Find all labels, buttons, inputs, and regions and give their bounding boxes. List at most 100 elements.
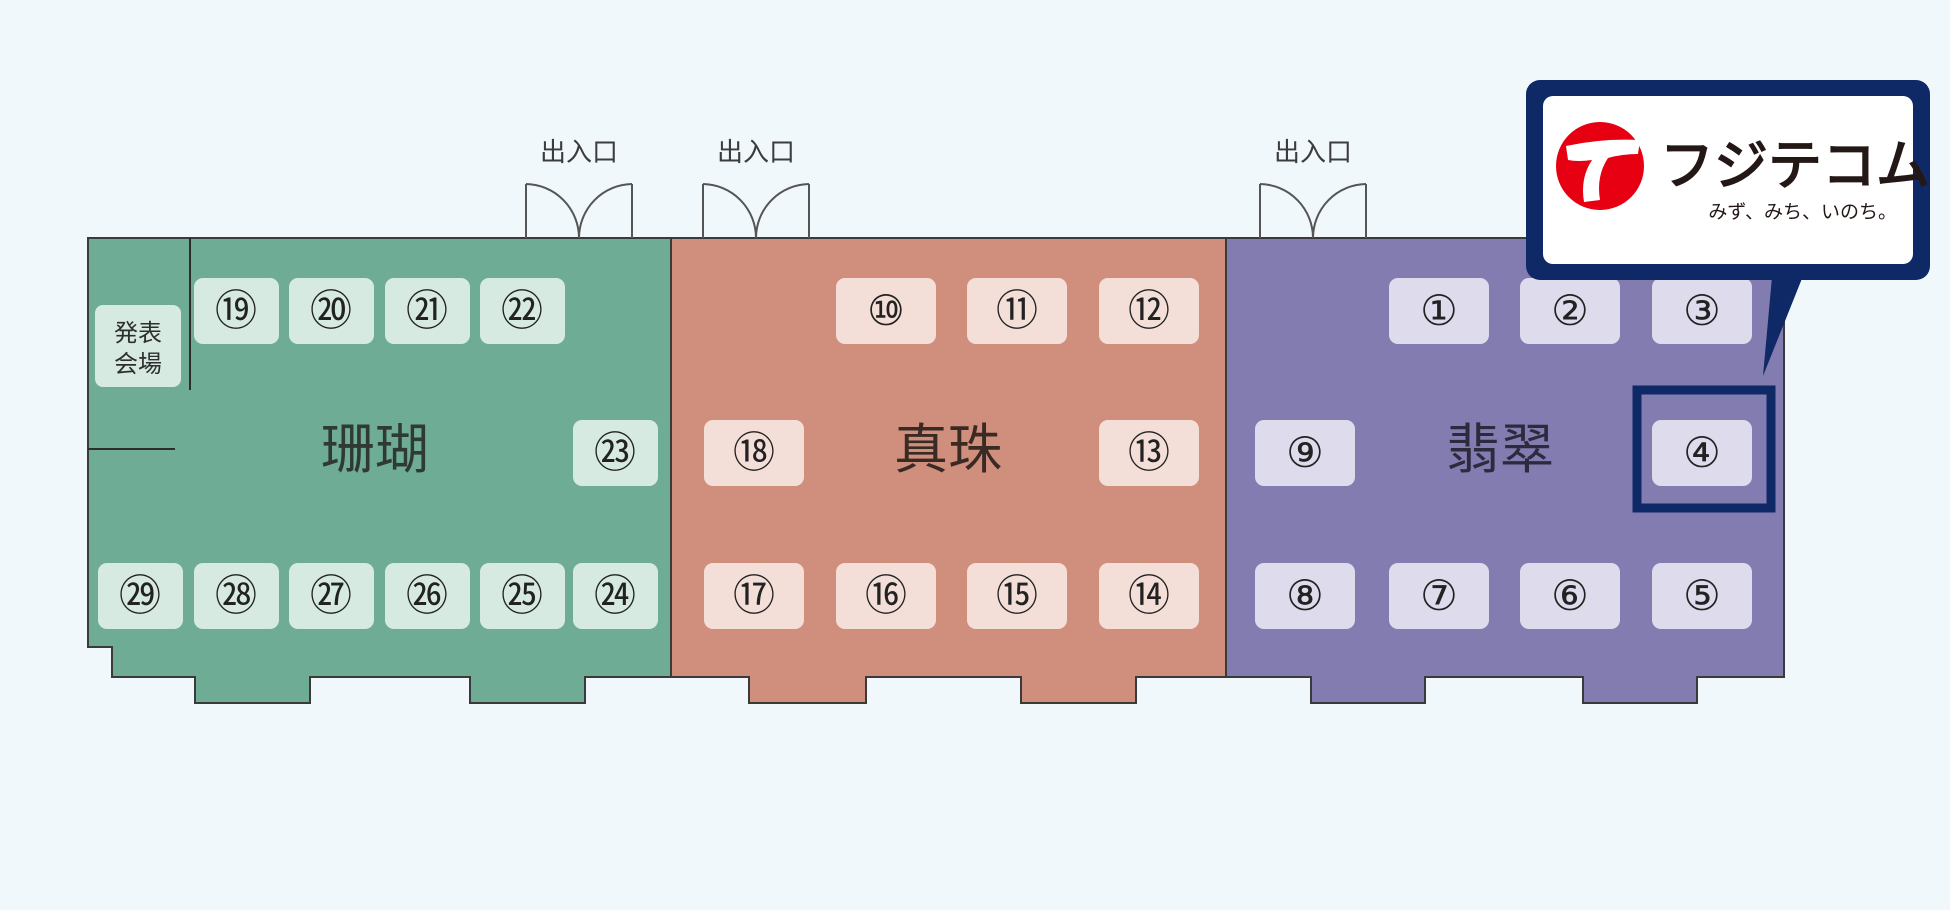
booth-13-box <box>1099 420 1199 486</box>
booth-29-label: ㉙ <box>119 571 161 620</box>
booth-6-box <box>1520 563 1620 629</box>
booth-29-box <box>98 563 183 629</box>
exhibitor-callout: フジテコム みず、みち、いのち。 <box>1526 80 1930 376</box>
booth-10[interactable]: ⑩ <box>836 278 936 344</box>
callout-brand-name: フジテコム <box>1660 134 1930 197</box>
entrance-3-swing <box>1259 183 1367 239</box>
booth-10-box <box>836 278 936 344</box>
fujitecom-logo-icon <box>1556 122 1644 210</box>
booth-14-box <box>1099 563 1199 629</box>
booth-20-label: ⑳ <box>310 286 352 335</box>
booth-19-label: ⑲ <box>215 286 257 335</box>
entrance-2: 出入口 <box>702 138 810 239</box>
booth-24[interactable]: ㉔ <box>573 563 658 629</box>
booth-28-box <box>194 563 279 629</box>
booth-26[interactable]: ㉖ <box>385 563 470 629</box>
booth-27-label: ㉗ <box>310 571 352 620</box>
booth-19[interactable]: ⑲ <box>194 278 279 344</box>
booth-25-label: ㉕ <box>501 571 543 620</box>
booth-7[interactable]: ⑦ <box>1389 563 1489 629</box>
booth-12-label: ⑫ <box>1128 286 1170 335</box>
booth-10-label: ⑩ <box>867 286 905 335</box>
booth-2-box <box>1520 278 1620 344</box>
booth-2-label: ② <box>1551 286 1589 335</box>
booth-6[interactable]: ⑥ <box>1520 563 1620 629</box>
booth-20[interactable]: ⑳ <box>289 278 374 344</box>
booth-22[interactable]: ㉒ <box>480 278 565 344</box>
booth-25[interactable]: ㉕ <box>480 563 565 629</box>
booth-29[interactable]: ㉙ <box>98 563 183 629</box>
booth-12[interactable]: ⑫ <box>1099 278 1199 344</box>
booth-5[interactable]: ⑤ <box>1652 563 1752 629</box>
booth-28[interactable]: ㉘ <box>194 563 279 629</box>
booth-20-box <box>289 278 374 344</box>
booth-7-label: ⑦ <box>1420 571 1458 620</box>
booth-23[interactable]: ㉓ <box>573 420 658 486</box>
booth-15-box <box>967 563 1067 629</box>
booth-13[interactable]: ⑬ <box>1099 420 1199 486</box>
booth-15[interactable]: ⑮ <box>967 563 1067 629</box>
booth-16-box <box>836 563 936 629</box>
hall-coral-name: 珊瑚 <box>321 418 429 481</box>
booth-18-box <box>704 420 804 486</box>
booth-4-highlight-frame <box>1632 385 1776 513</box>
presentation-venue-line2: 会場 <box>114 350 162 378</box>
booth-24-box <box>573 563 658 629</box>
booth-2[interactable]: ② <box>1520 278 1620 344</box>
booth-3[interactable]: ③ <box>1652 278 1752 344</box>
booth-4-label: ④ <box>1683 428 1721 477</box>
entrance-3-label: 出入口 <box>1274 138 1352 168</box>
booth-12-box <box>1099 278 1199 344</box>
booth-11[interactable]: ⑪ <box>967 278 1067 344</box>
entrance-1-swing <box>525 183 633 239</box>
booth-8-box <box>1255 563 1355 629</box>
hall-jade-name: 翡翠 <box>1446 418 1554 481</box>
entrance-1: 出入口 <box>525 138 633 239</box>
logo-white-swoosh <box>1566 139 1640 202</box>
booth-22-box <box>480 278 565 344</box>
presentation-venue-box <box>95 305 181 387</box>
booth-16-label: ⑯ <box>865 571 907 620</box>
callout-tagline: みず、みち、いのち。 <box>1708 201 1897 223</box>
booth-17[interactable]: ⑰ <box>704 563 804 629</box>
booth-11-box <box>967 278 1067 344</box>
booth-16[interactable]: ⑯ <box>836 563 936 629</box>
booth-5-box <box>1652 563 1752 629</box>
booth-22-label: ㉒ <box>501 286 543 335</box>
booth-27[interactable]: ㉗ <box>289 563 374 629</box>
entrance-3: 出入口 <box>1259 138 1367 239</box>
booth-7-box <box>1389 563 1489 629</box>
booth-9[interactable]: ⑨ <box>1255 420 1355 486</box>
booth-14-label: ⑭ <box>1128 571 1170 620</box>
booth-28-label: ㉘ <box>215 571 257 620</box>
booth-21[interactable]: ㉑ <box>385 278 470 344</box>
booth-18-label: ⑱ <box>733 428 775 477</box>
booth-3-box <box>1652 278 1752 344</box>
booth-13-label: ⑬ <box>1128 428 1170 477</box>
entrance-1-label: 出入口 <box>540 138 618 168</box>
booth-26-box <box>385 563 470 629</box>
booth-4-box <box>1652 420 1752 486</box>
callout-pointer <box>1763 266 1807 376</box>
booth-1[interactable]: ① <box>1389 278 1489 344</box>
booth-1-label: ① <box>1420 286 1458 335</box>
booth-9-label: ⑨ <box>1286 428 1324 477</box>
booth-6-label: ⑥ <box>1551 571 1589 620</box>
booth-27-box <box>289 563 374 629</box>
booth-15-label: ⑮ <box>996 571 1038 620</box>
booth-4[interactable]: ④ <box>1652 420 1752 486</box>
booth-23-label: ㉓ <box>594 428 636 477</box>
booth-8[interactable]: ⑧ <box>1255 563 1355 629</box>
booth-21-box <box>385 278 470 344</box>
booth-18[interactable]: ⑱ <box>704 420 804 486</box>
booth-17-box <box>704 563 804 629</box>
booth-5-label: ⑤ <box>1683 571 1721 620</box>
presentation-venue-line1: 発表 <box>114 319 162 347</box>
callout-card <box>1543 96 1913 264</box>
booth-25-box <box>480 563 565 629</box>
booth-17-label: ⑰ <box>733 571 775 620</box>
booth-14[interactable]: ⑭ <box>1099 563 1199 629</box>
booth-1-box <box>1389 278 1489 344</box>
